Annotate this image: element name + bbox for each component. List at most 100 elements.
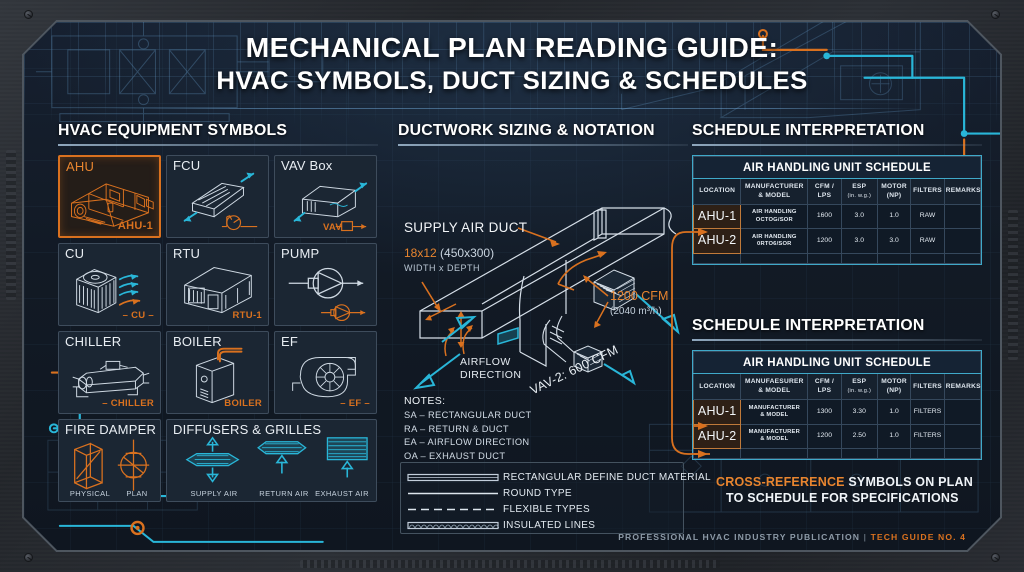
cell-esp: 2.50 [841, 424, 877, 449]
exhaust-fan-icon [275, 332, 376, 413]
table-row[interactable]: AHU-2 MANUFACTURER& MODEL 1200 2.50 1.0 … [694, 424, 981, 449]
table-caption-row: AIR HANDLING UNIT SCHEDULE [694, 352, 981, 374]
frame-vent-slats [6, 150, 16, 300]
cell-esp: 3.0 [841, 229, 877, 254]
title-line-1: MECHANICAL PLAN READING GUIDE: [245, 32, 779, 63]
panel-inner-surface: MECHANICAL PLAN READING GUIDE: HVAC SYMB… [24, 22, 1000, 550]
symbol-card-ef[interactable]: EF [274, 331, 377, 414]
col-header-manufacturer: MANUFAESURER& MODEL [741, 374, 808, 399]
symbol-card-boiler[interactable]: BOILER BOILER [166, 331, 269, 414]
col-header-cfm: CFM /LPS [808, 179, 841, 204]
frame-vent-slats [300, 560, 720, 568]
xref-line-2: TO SCHEDULE FOR SPECIFICATIONS [726, 491, 959, 506]
pump-icon [275, 244, 376, 325]
cell-location: AHU-1 [694, 399, 741, 424]
cell-location: AHU-1 [694, 204, 741, 229]
section-divider [58, 144, 378, 146]
xref-highlight: CROSS-REFERENCE [716, 475, 845, 489]
symbol-label: EF [281, 334, 299, 349]
duct-notes: NOTES: SA – RECTANGULAR DUCT RA – RETURN… [404, 394, 532, 463]
frame-screw-icon [991, 553, 1000, 562]
footer-guide-number: TECH GUIDE NO. 4 [870, 532, 966, 542]
col-header-location: LOCATION [694, 374, 741, 399]
footer: PROFESSIONAL HVAC INDUSTRY PUBLICATION |… [618, 532, 966, 542]
condensing-unit-icon [59, 244, 160, 325]
symbol-tag: RTU-1 [232, 310, 262, 321]
dim-metric: (450x300) [440, 246, 495, 260]
legend-label: ROUND TYPE [503, 488, 572, 499]
section-title-schedule-2: SCHEDULE INTERPRETATION [692, 317, 925, 335]
symbol-card-pump[interactable]: PUMP [274, 243, 377, 326]
legend-label: INSULATED LINES [503, 520, 596, 531]
round-line-icon [407, 489, 499, 498]
col-header-location: LOCATION [694, 179, 741, 204]
col-header-remarks: REMARKS [944, 179, 980, 204]
cell-model: MANUFACTURER& MODEL [741, 399, 808, 424]
symbol-card-ahu[interactable]: AHU [58, 155, 161, 238]
ductwork-column: DUCTWORK SIZING & NOTATION [398, 122, 688, 532]
fcu-unit-icon [167, 156, 268, 237]
col-header-motor: MOTOR(NP) [877, 179, 910, 204]
symbol-tag: AHU-1 [117, 220, 153, 232]
symbol-label: CHILLER [65, 334, 122, 349]
col-header-motor: MOTOR(NP) [877, 374, 910, 399]
notes-heading: NOTES: [404, 395, 446, 407]
cell-location: AHU-2 [694, 424, 741, 449]
symbol-card-chiller[interactable]: CHILLER [58, 331, 161, 414]
section-title-symbols: HVAC EQUIPMENT SYMBOLS [58, 122, 288, 139]
cell-motor: 1.0 [877, 204, 910, 229]
flexible-line-icon [407, 505, 499, 514]
col-header-filters: FILTERS [911, 374, 944, 399]
symbol-card-fire-damper[interactable]: FIRE DAMPER [58, 419, 161, 502]
cross-reference-callout: CROSS-REFERENCE SYMBOLS ON PLAN TO SCHED… [716, 474, 984, 507]
symbol-label: RTU [173, 246, 201, 261]
legend-label: FLEXIBLE TYPES [503, 504, 590, 515]
symbol-card-vav-box[interactable]: VAV Box [274, 155, 377, 238]
symbol-card-fcu[interactable]: FCU [166, 155, 269, 238]
cell-motor: 1.0 [877, 424, 910, 449]
ahu-schedule-table-2[interactable]: AIR HANDLING UNIT SCHEDULE LOCATION MANU… [692, 350, 982, 460]
section-divider [692, 144, 982, 146]
airflow-line-1: AIRFLOW [460, 356, 511, 368]
footer-separator: | [863, 532, 868, 542]
hvac-symbols-column: HVAC EQUIPMENT SYMBOLS AHU [58, 122, 378, 532]
cell-esp: 3.30 [841, 399, 877, 424]
title-line-2: HVAC SYMBOLS, DUCT SIZING & SCHEDULES [216, 67, 808, 96]
symbol-label: VAV Box [281, 158, 333, 173]
legend-swatch-rectangular [407, 473, 503, 482]
frame-screw-icon [24, 10, 33, 19]
diffuser-label-return: RETURN AIR [259, 489, 309, 498]
main-panel: MECHANICAL PLAN READING GUIDE: HVAC SYMB… [22, 20, 1002, 552]
symbol-tag: – CHILLER [102, 398, 154, 409]
rectangular-line-icon [407, 473, 499, 482]
label-width-depth: WIDTH x DEPTH [404, 263, 480, 273]
table-caption: AIR HANDLING UNIT SCHEDULE [694, 157, 981, 179]
symbol-card-cu[interactable]: CU [58, 243, 161, 326]
col-header-esp: ESP(in. w.g.) [841, 179, 877, 204]
section-divider [692, 339, 982, 341]
header-divider [102, 108, 922, 109]
note-item: OA – EXHAUST DUCT [404, 450, 506, 461]
schedule-column: SCHEDULE INTERPRETATION AIR HANDLING UNI… [692, 122, 982, 532]
legend-row: FLEXIBLE TYPES [407, 502, 683, 517]
symbol-card-diffusers-grilles[interactable]: DIFFUSERS & GRILLES [166, 419, 377, 502]
frame-vent-slats [1008, 210, 1018, 360]
symbol-label: PUMP [281, 246, 320, 261]
section-divider [398, 144, 688, 146]
note-item: RA – RETURN & DUCT [404, 423, 509, 434]
symbol-label: AHU [66, 159, 95, 174]
symbol-card-rtu[interactable]: RTU RTU-1 [166, 243, 269, 326]
symbol-tag: – EF – [340, 398, 370, 409]
table-header-row: LOCATION MANUFAESURER& MODEL CFM /LPS ES… [694, 374, 981, 399]
legend-row: RECTANGULAR DEFINE DUCT MATERIAL [407, 470, 683, 485]
cell-filters: FILTERS [911, 399, 944, 424]
symbol-tag: – CU – [122, 310, 154, 321]
frame-screw-icon [24, 553, 33, 562]
legend-label: RECTANGULAR DEFINE DUCT MATERIAL [503, 472, 711, 483]
cell-motor: 3.0 [877, 229, 910, 254]
cell-cfm: 1200 [808, 424, 841, 449]
legend-row: ROUND TYPE [407, 486, 683, 501]
note-item: EA – AIRFLOW DIRECTION [404, 437, 530, 448]
note-item: SA – RECTANGULAR DUCT [404, 410, 532, 421]
